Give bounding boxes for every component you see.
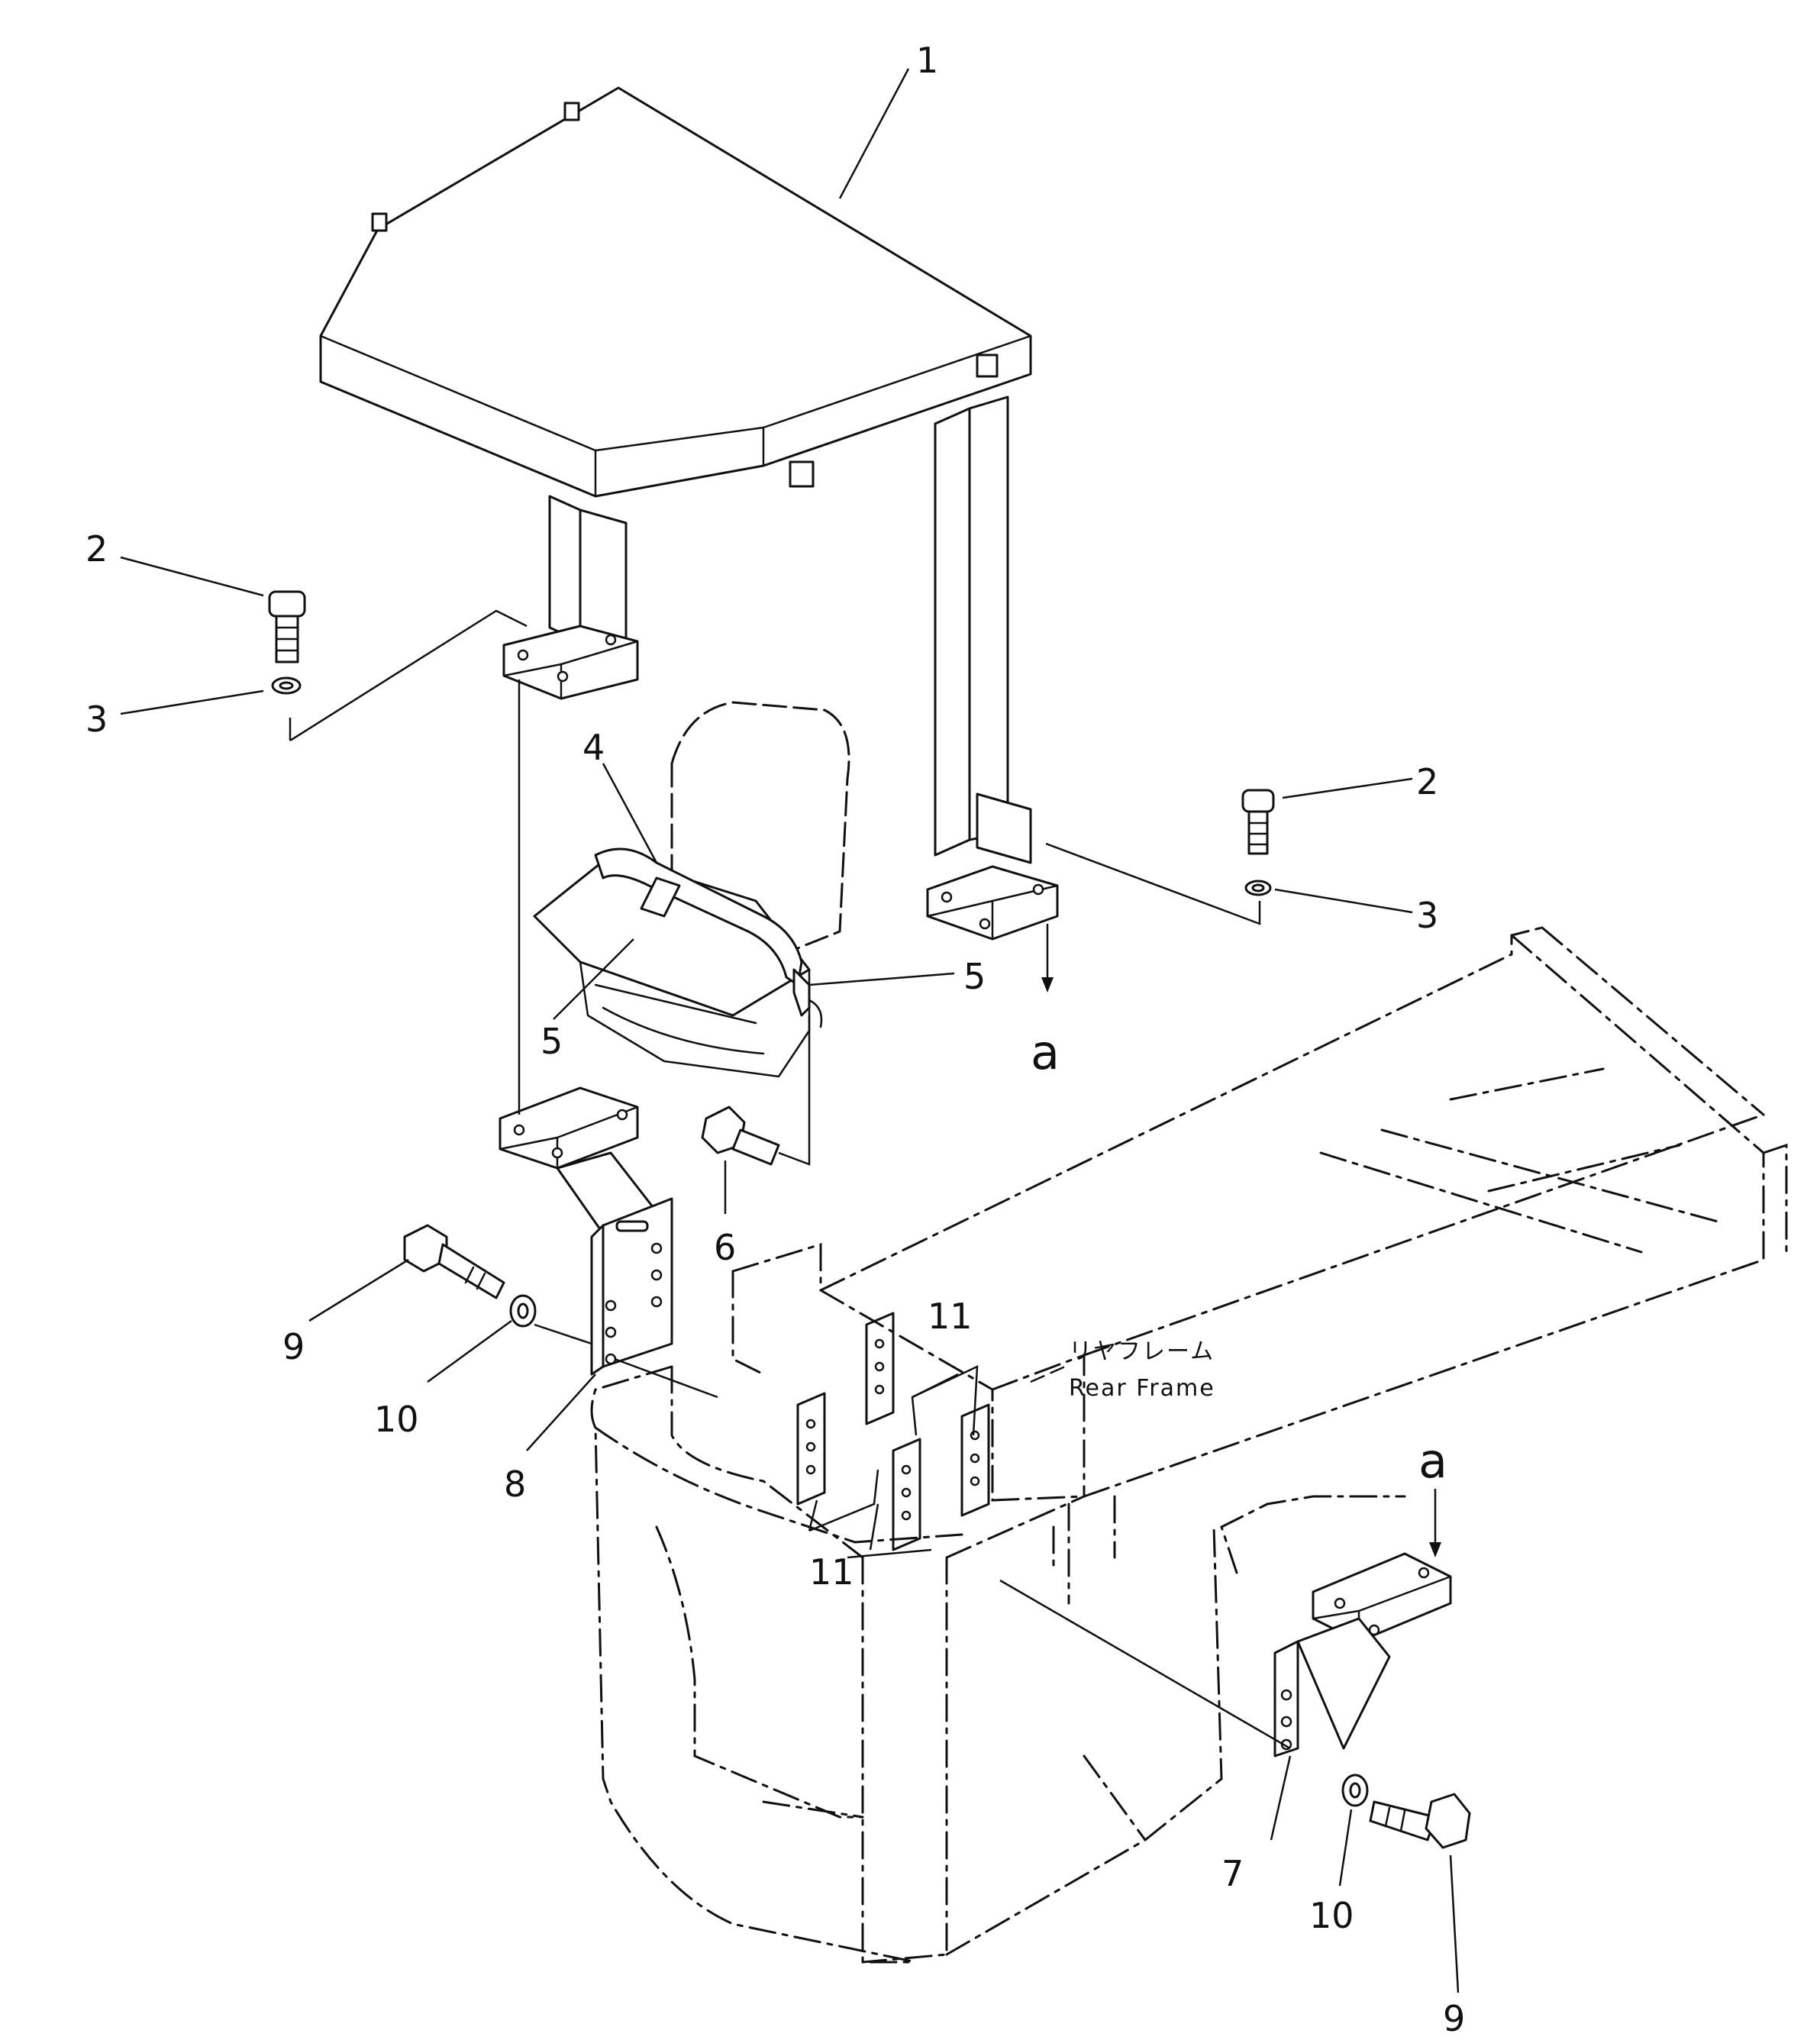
rear-frame-label-english: Rear Frame: [1069, 1375, 1215, 1402]
callout-7: 7: [1221, 1853, 1244, 1894]
callout-6: 6: [714, 1227, 736, 1268]
washer-10-left: [509, 1294, 537, 1328]
callout-11-bottom: 11: [809, 1551, 854, 1593]
rear-frame-label-japanese: リヤフレーム: [1069, 1338, 1215, 1365]
canopy-right-post: [926, 395, 1059, 941]
callout-11-top: 11: [928, 1296, 973, 1337]
washer-10-right: [1341, 1774, 1369, 1807]
arrow-a-bottom: a: [1418, 1433, 1447, 1557]
canopy-left-post: [502, 495, 639, 700]
callout-10-right: 10: [1309, 1895, 1354, 1936]
callout-9-left: 9: [282, 1326, 305, 1367]
callout-2-right: 2: [1416, 761, 1438, 802]
callout-4: 4: [582, 727, 605, 768]
rear-frame-phantom: [590, 926, 1788, 1964]
washer-3-right: [1244, 880, 1272, 896]
shims-11: [796, 1312, 990, 1551]
callout-5-left: 5: [541, 1021, 563, 1062]
bolt-2-right: [1241, 789, 1275, 855]
bolt-9-right: [1369, 1793, 1471, 1849]
callout-3-right: 3: [1416, 895, 1438, 936]
canopy-roof: [319, 86, 1032, 498]
washer-3-left: [271, 676, 302, 695]
right-mount-bracket: [1273, 1552, 1452, 1758]
callout-5-right: 5: [963, 956, 986, 997]
arrow-a-top-label: a: [1031, 1025, 1060, 1080]
operator-seat: [533, 701, 850, 1078]
arrow-a-top: a: [1031, 924, 1060, 1080]
bolt-2-left: [268, 590, 306, 663]
leader-lines: [120, 68, 1460, 1993]
arrow-a-bottom-label: a: [1418, 1433, 1447, 1489]
callout-10-left: 10: [374, 1399, 419, 1440]
bolt-9-left: [403, 1224, 505, 1299]
callout-9-right: 9: [1443, 1998, 1465, 2039]
left-mount-bracket: [499, 1086, 673, 1376]
callout-8: 8: [504, 1464, 526, 1505]
bolt-6: [701, 1106, 780, 1166]
callout-3-left: 3: [86, 699, 108, 740]
callout-1: 1: [916, 40, 938, 81]
callout-2-left: 2: [86, 528, 108, 570]
